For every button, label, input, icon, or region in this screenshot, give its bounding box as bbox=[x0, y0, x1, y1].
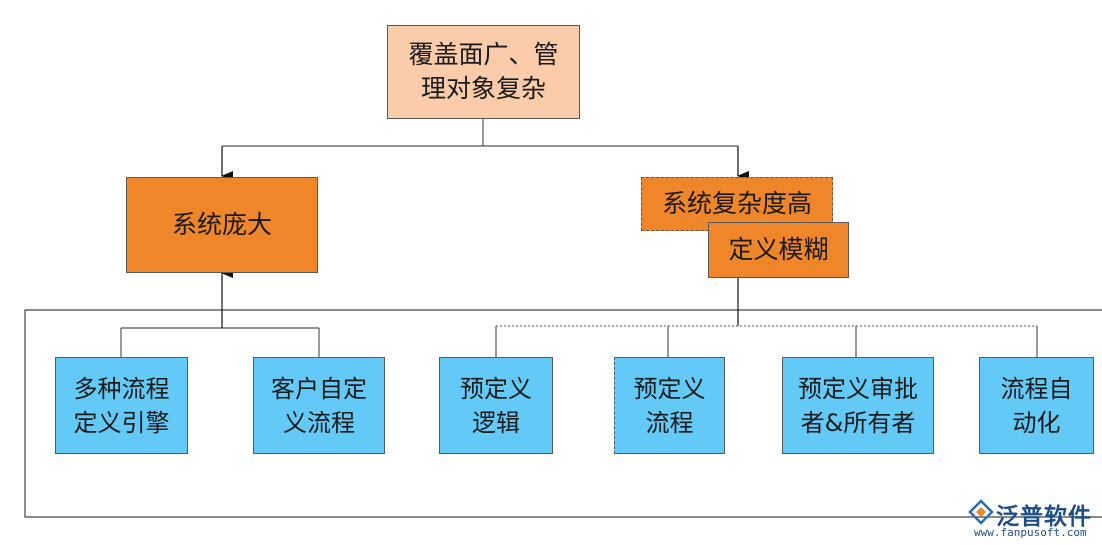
group-frame bbox=[24, 309, 1102, 518]
brand-name: 泛普软件 bbox=[996, 504, 1092, 530]
leaf-node: 预定义 逻辑 bbox=[439, 357, 553, 454]
leaf-node: 预定义 流程 bbox=[614, 357, 725, 454]
leaf-node: 多种流程 定义引擎 bbox=[55, 357, 188, 454]
brand-logo: 泛普软件 www.fanpusoft.com bbox=[968, 497, 1098, 543]
root-node: 覆盖面广、管 理对象复杂 bbox=[387, 25, 580, 119]
leaf-node: 客户自定 义流程 bbox=[253, 357, 385, 454]
fanpu-logo-icon bbox=[968, 499, 994, 525]
brand-url: www.fanpusoft.com bbox=[974, 526, 1087, 539]
left-node: 系统庞大 bbox=[126, 177, 318, 273]
leaf-node: 流程自 动化 bbox=[979, 357, 1094, 454]
right-sub-node: 定义模糊 bbox=[708, 222, 849, 278]
leaf-node: 预定义审批 者&所有者 bbox=[782, 357, 934, 454]
